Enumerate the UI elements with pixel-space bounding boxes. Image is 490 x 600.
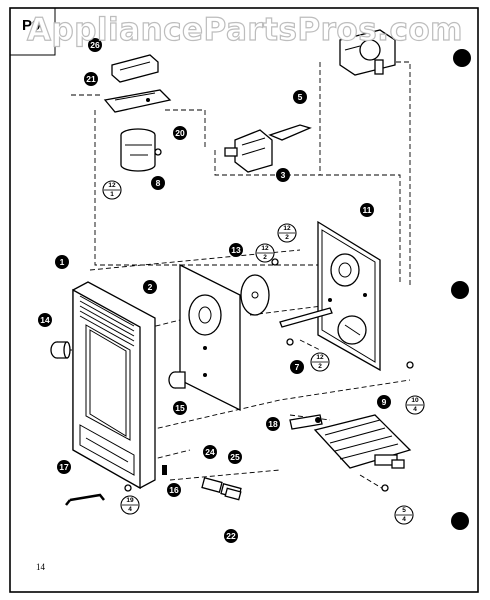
fraction-callout-12-2a: 12 2 (255, 243, 275, 263)
svg-text:11: 11 (363, 205, 372, 215)
svg-text:18: 18 (268, 419, 278, 429)
svg-text:3: 3 (281, 170, 286, 180)
svg-text:12: 12 (283, 225, 291, 232)
svg-text:4: 4 (128, 506, 132, 513)
part-6-switch (120, 128, 162, 172)
callout-18: 18 (266, 417, 280, 431)
svg-text:22: 22 (226, 531, 236, 541)
callout-7: 7 (290, 360, 304, 374)
svg-text:5: 5 (402, 507, 406, 514)
svg-text:7: 7 (295, 362, 300, 372)
top-bracket-assembly (103, 54, 172, 113)
punch-hole-middle (451, 281, 469, 299)
screw (271, 258, 279, 266)
callout-13: 13 (229, 243, 243, 257)
callout-8: 8 (151, 176, 165, 190)
watermark: AppliancePartsPros.com (27, 12, 463, 48)
svg-text:21: 21 (86, 74, 96, 84)
callout-22: 22 (224, 529, 238, 543)
corner-box (10, 8, 56, 56)
callout-16: 16 (167, 483, 181, 497)
part-15-knob (168, 371, 186, 389)
fraction-callout-5-4: 5 4 (394, 505, 414, 525)
fraction-callout-12-1: 12 1 (102, 180, 122, 200)
screw (124, 484, 132, 492)
corner-label: P9 (22, 17, 40, 34)
fraction-callout-12-2c: 12 2 (310, 352, 330, 372)
parts-24-25-22-blocks (201, 477, 242, 501)
svg-text:10: 10 (411, 397, 419, 404)
callout-26: 26 (88, 38, 102, 52)
svg-text:12: 12 (316, 354, 324, 361)
svg-text:15: 15 (175, 403, 185, 413)
callout-20: 20 (173, 126, 187, 140)
svg-text:24: 24 (205, 447, 215, 457)
svg-text:5: 5 (298, 92, 303, 102)
callout-17: 17 (57, 460, 71, 474)
svg-text:16: 16 (169, 485, 179, 495)
svg-text:2: 2 (148, 282, 153, 292)
page-number: 14 (36, 562, 46, 572)
callout-21: 21 (84, 72, 98, 86)
callout-5: 5 (293, 90, 307, 104)
fraction-callout-10-4: 10 4 (405, 395, 425, 415)
svg-text:25: 25 (230, 452, 240, 462)
svg-text:20: 20 (175, 128, 185, 138)
callout-15: 15 (173, 401, 187, 415)
svg-text:13: 13 (231, 245, 241, 255)
svg-text:14: 14 (40, 315, 50, 325)
part-7-rod (279, 307, 333, 328)
screw (406, 361, 414, 369)
fraction-callout-19-4: 19 4 (120, 495, 140, 515)
part-13-disc (240, 274, 270, 316)
screw (286, 338, 294, 346)
svg-text:26: 26 (90, 40, 100, 50)
callout-11: 11 (360, 203, 374, 217)
screw (381, 484, 389, 492)
fraction-callout-12-2b: 12 2 (277, 223, 297, 243)
svg-text:19: 19 (126, 497, 134, 504)
svg-text:12: 12 (108, 182, 116, 189)
punch-hole-top (453, 49, 471, 67)
part-1-front-housing (72, 281, 156, 490)
svg-text:1: 1 (110, 191, 114, 198)
punch-hole-bottom (451, 512, 469, 530)
svg-text:1: 1 (60, 257, 65, 267)
svg-text:2: 2 (263, 254, 267, 261)
callout-9: 9 (377, 395, 391, 409)
svg-text:12: 12 (261, 245, 269, 252)
svg-text:2: 2 (318, 363, 322, 370)
page-border (9, 7, 479, 593)
part-3-terminal-block (224, 124, 312, 173)
callout-14: 14 (38, 313, 52, 327)
part-18-thermocouple (289, 414, 323, 430)
part-11-rear-frame (317, 220, 381, 372)
bracket-small (162, 465, 167, 475)
motor-assembly (339, 29, 396, 76)
svg-text:9: 9 (382, 397, 387, 407)
svg-text:2: 2 (285, 234, 289, 241)
svg-text:8: 8 (156, 178, 161, 188)
callout-25: 25 (228, 450, 242, 464)
part-14-knob (50, 341, 71, 359)
part-17-l-key (65, 493, 105, 506)
callout-24: 24 (203, 445, 217, 459)
svg-text:17: 17 (59, 462, 69, 472)
part-2-back-plate (179, 263, 241, 412)
callout-3: 3 (276, 168, 290, 182)
callout-2: 2 (143, 280, 157, 294)
part-9-burner-assembly (313, 414, 412, 469)
svg-text:4: 4 (402, 516, 406, 523)
callout-1: 1 (55, 255, 69, 269)
svg-text:4: 4 (413, 406, 417, 413)
